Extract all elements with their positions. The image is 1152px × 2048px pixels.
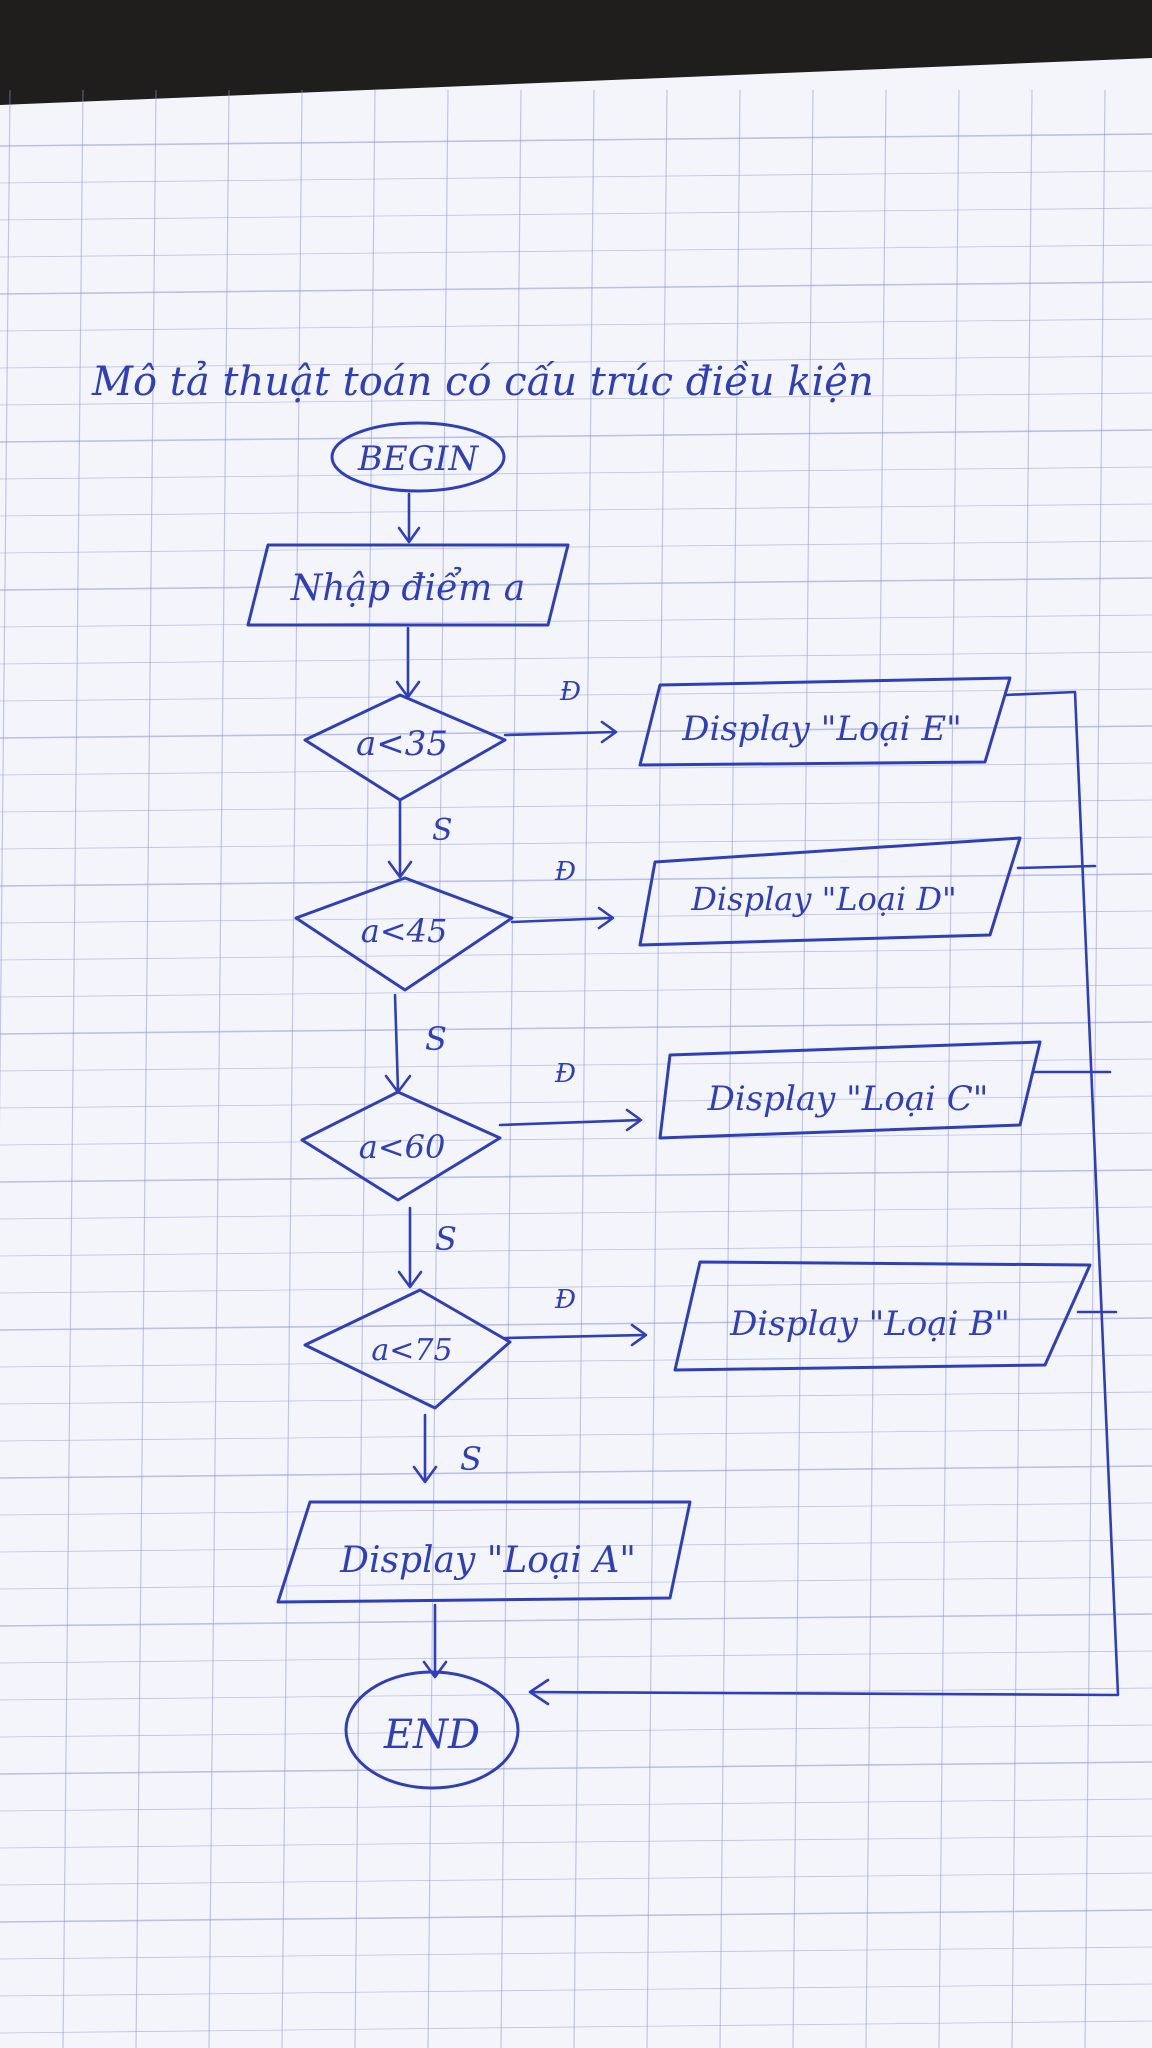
output-label-2: Display "Loại D" bbox=[690, 880, 956, 918]
arrow-yes-4 bbox=[503, 1323, 648, 1347]
paper-grid bbox=[0, 89, 1152, 2048]
decision-label-2: a<45 bbox=[361, 912, 448, 950]
no-label-1: S bbox=[432, 813, 453, 848]
end-terminator bbox=[344, 1670, 520, 1790]
arrow-output-to-end bbox=[422, 1603, 448, 1679]
final-output-label: Display "Loại A" bbox=[339, 1540, 636, 1581]
arrow-no-1 bbox=[387, 798, 413, 879]
return-line-loai-e bbox=[528, 690, 1120, 1706]
output-loai-c bbox=[658, 1040, 1042, 1140]
arrow-yes-1 bbox=[503, 720, 618, 744]
paper-sheet bbox=[0, 58, 1152, 2048]
decision-a-lt-35 bbox=[303, 693, 507, 802]
output-label-4: Display "Loại B" bbox=[729, 1304, 1010, 1344]
yes-label-3: Đ bbox=[554, 1059, 576, 1089]
output-loai-b bbox=[673, 1260, 1092, 1372]
output-loai-a bbox=[276, 1500, 692, 1604]
input-label: Nhập điểm a bbox=[290, 567, 525, 609]
diagram-title: Mô tả thuật toán có cấu trúc điều kiện bbox=[91, 359, 874, 405]
input-parallelogram bbox=[246, 543, 570, 627]
decision-a-lt-45 bbox=[294, 876, 514, 992]
decision-a-lt-75 bbox=[303, 1288, 512, 1410]
output-loai-e bbox=[638, 676, 1012, 767]
arrow-begin-to-input bbox=[397, 492, 421, 544]
output-label-1: Display "Loại E" bbox=[681, 709, 962, 749]
arrow-no-3 bbox=[397, 1206, 423, 1289]
yes-label-1: Đ bbox=[559, 677, 581, 707]
end-label: END bbox=[383, 1712, 480, 1758]
yes-label-2: Đ bbox=[554, 857, 576, 887]
decision-label-4: a<75 bbox=[371, 1333, 452, 1368]
yes-label-4: Đ bbox=[554, 1285, 576, 1315]
output-label-3: Display "Loại C" bbox=[707, 1079, 989, 1119]
no-label-3: S bbox=[435, 1220, 457, 1258]
begin-label: BEGIN bbox=[357, 439, 479, 479]
no-label-4: S bbox=[460, 1440, 482, 1478]
arrow-yes-3 bbox=[498, 1108, 643, 1132]
decision-a-lt-60 bbox=[300, 1090, 502, 1202]
arrow-no-4 bbox=[412, 1413, 438, 1484]
no-label-2: S bbox=[425, 1020, 447, 1058]
begin-terminator bbox=[330, 421, 506, 493]
decision-label-1: a<35 bbox=[356, 724, 448, 764]
decision-label-3: a<60 bbox=[359, 1128, 446, 1166]
return-line-loai-d bbox=[1016, 864, 1097, 870]
arrow-yes-2 bbox=[510, 906, 615, 930]
output-loai-d bbox=[638, 836, 1022, 947]
